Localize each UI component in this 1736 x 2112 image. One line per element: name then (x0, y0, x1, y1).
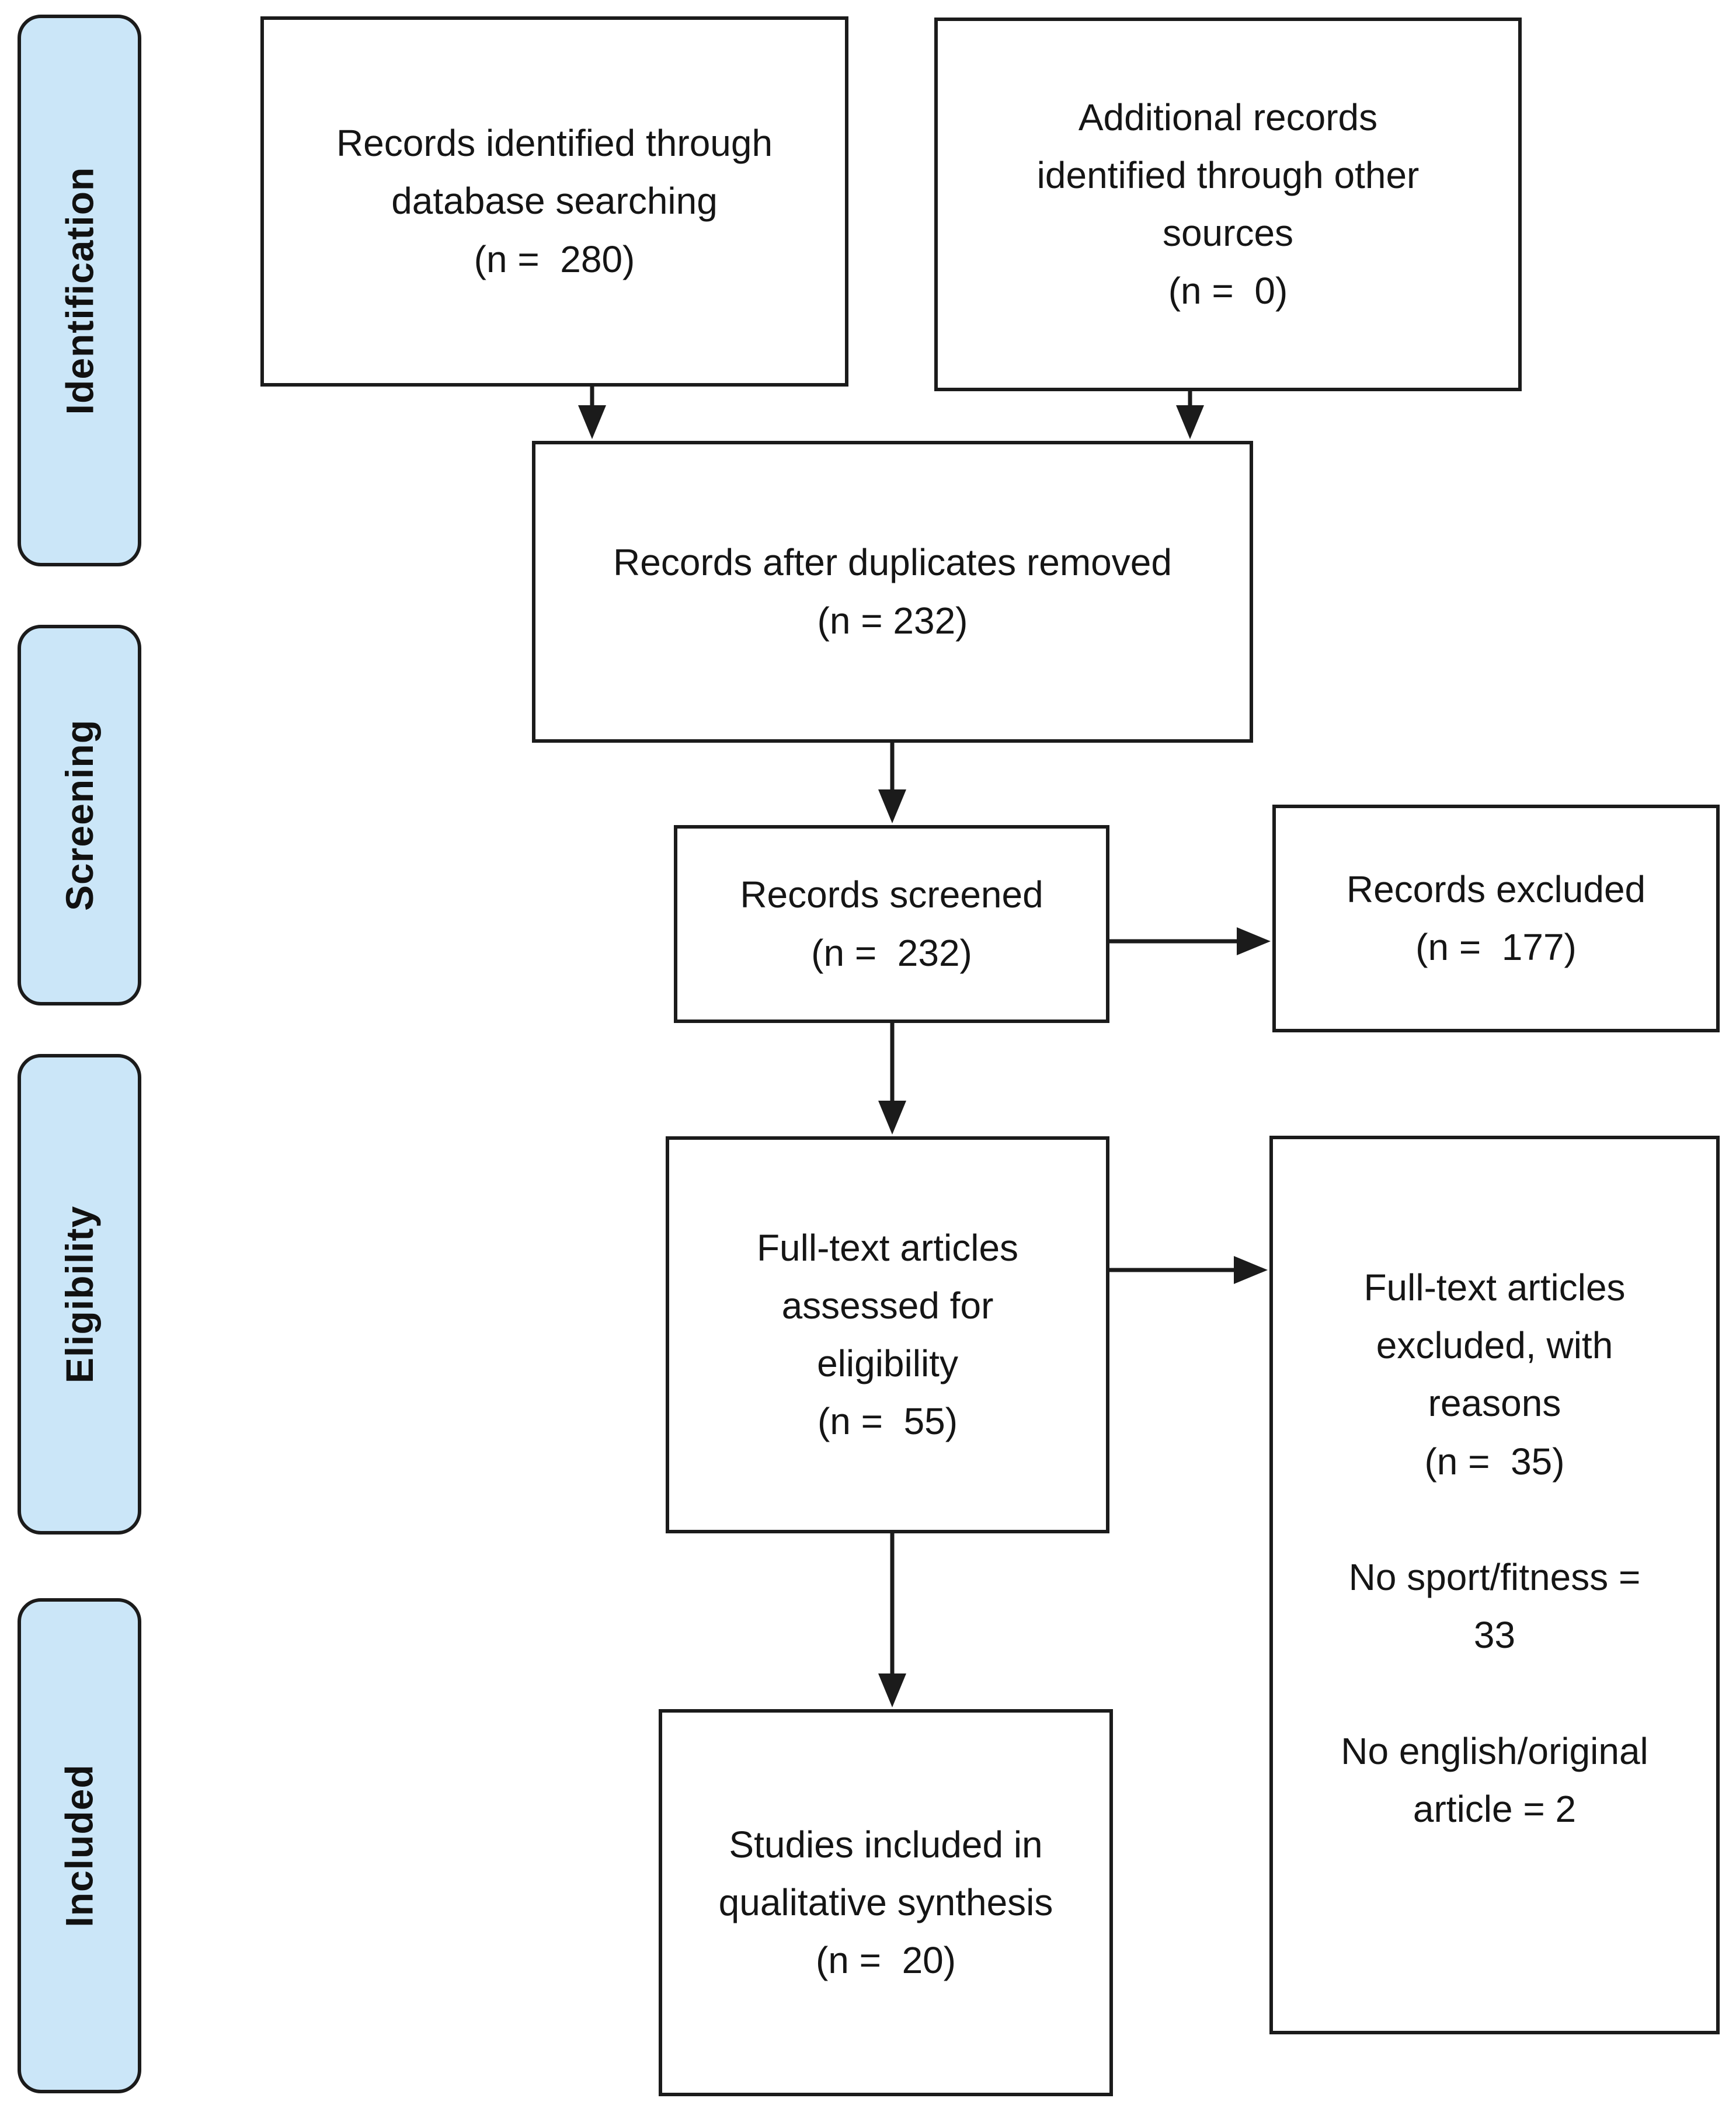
arrow-additional-to-duplicates (1176, 389, 1204, 439)
box-fulltext-assessed: Full-text articles assessed for eligibil… (666, 1136, 1109, 1533)
stage-eligibility: Eligibility (18, 1054, 141, 1535)
stage-screening-label: Screening (58, 719, 102, 911)
stage-eligibility-label: Eligibility (58, 1205, 102, 1383)
arrow-duplicates-to-screened (878, 742, 906, 823)
box-fulltext-excluded: Full-text articles excluded, with reason… (1269, 1136, 1720, 2034)
box-studies-included: Studies included in qualitative synthesi… (659, 1709, 1113, 2096)
box-records-identified: Records identified through database sear… (260, 16, 848, 387)
arrow-identified-to-duplicates (578, 384, 606, 439)
stage-identification: Identification (18, 15, 141, 566)
box-records-screened: Records screened (n = 232) (674, 825, 1109, 1023)
arrow-screened-to-fulltext (878, 1022, 906, 1135)
arrow-fulltext-to-excluded (1108, 1256, 1268, 1284)
stage-identification-label: Identification (58, 166, 102, 415)
arrow-fulltext-to-included (878, 1532, 906, 1707)
stage-screening: Screening (18, 625, 141, 1005)
box-records-excluded: Records excluded (n = 177) (1272, 805, 1720, 1032)
stage-included: Included (18, 1598, 141, 2093)
arrow-screened-to-excluded (1108, 927, 1271, 955)
box-additional-records: Additional records identified through ot… (934, 18, 1522, 391)
stage-included-label: Included (58, 1764, 102, 1927)
box-duplicates-removed: Records after duplicates removed (n = 23… (532, 441, 1253, 743)
